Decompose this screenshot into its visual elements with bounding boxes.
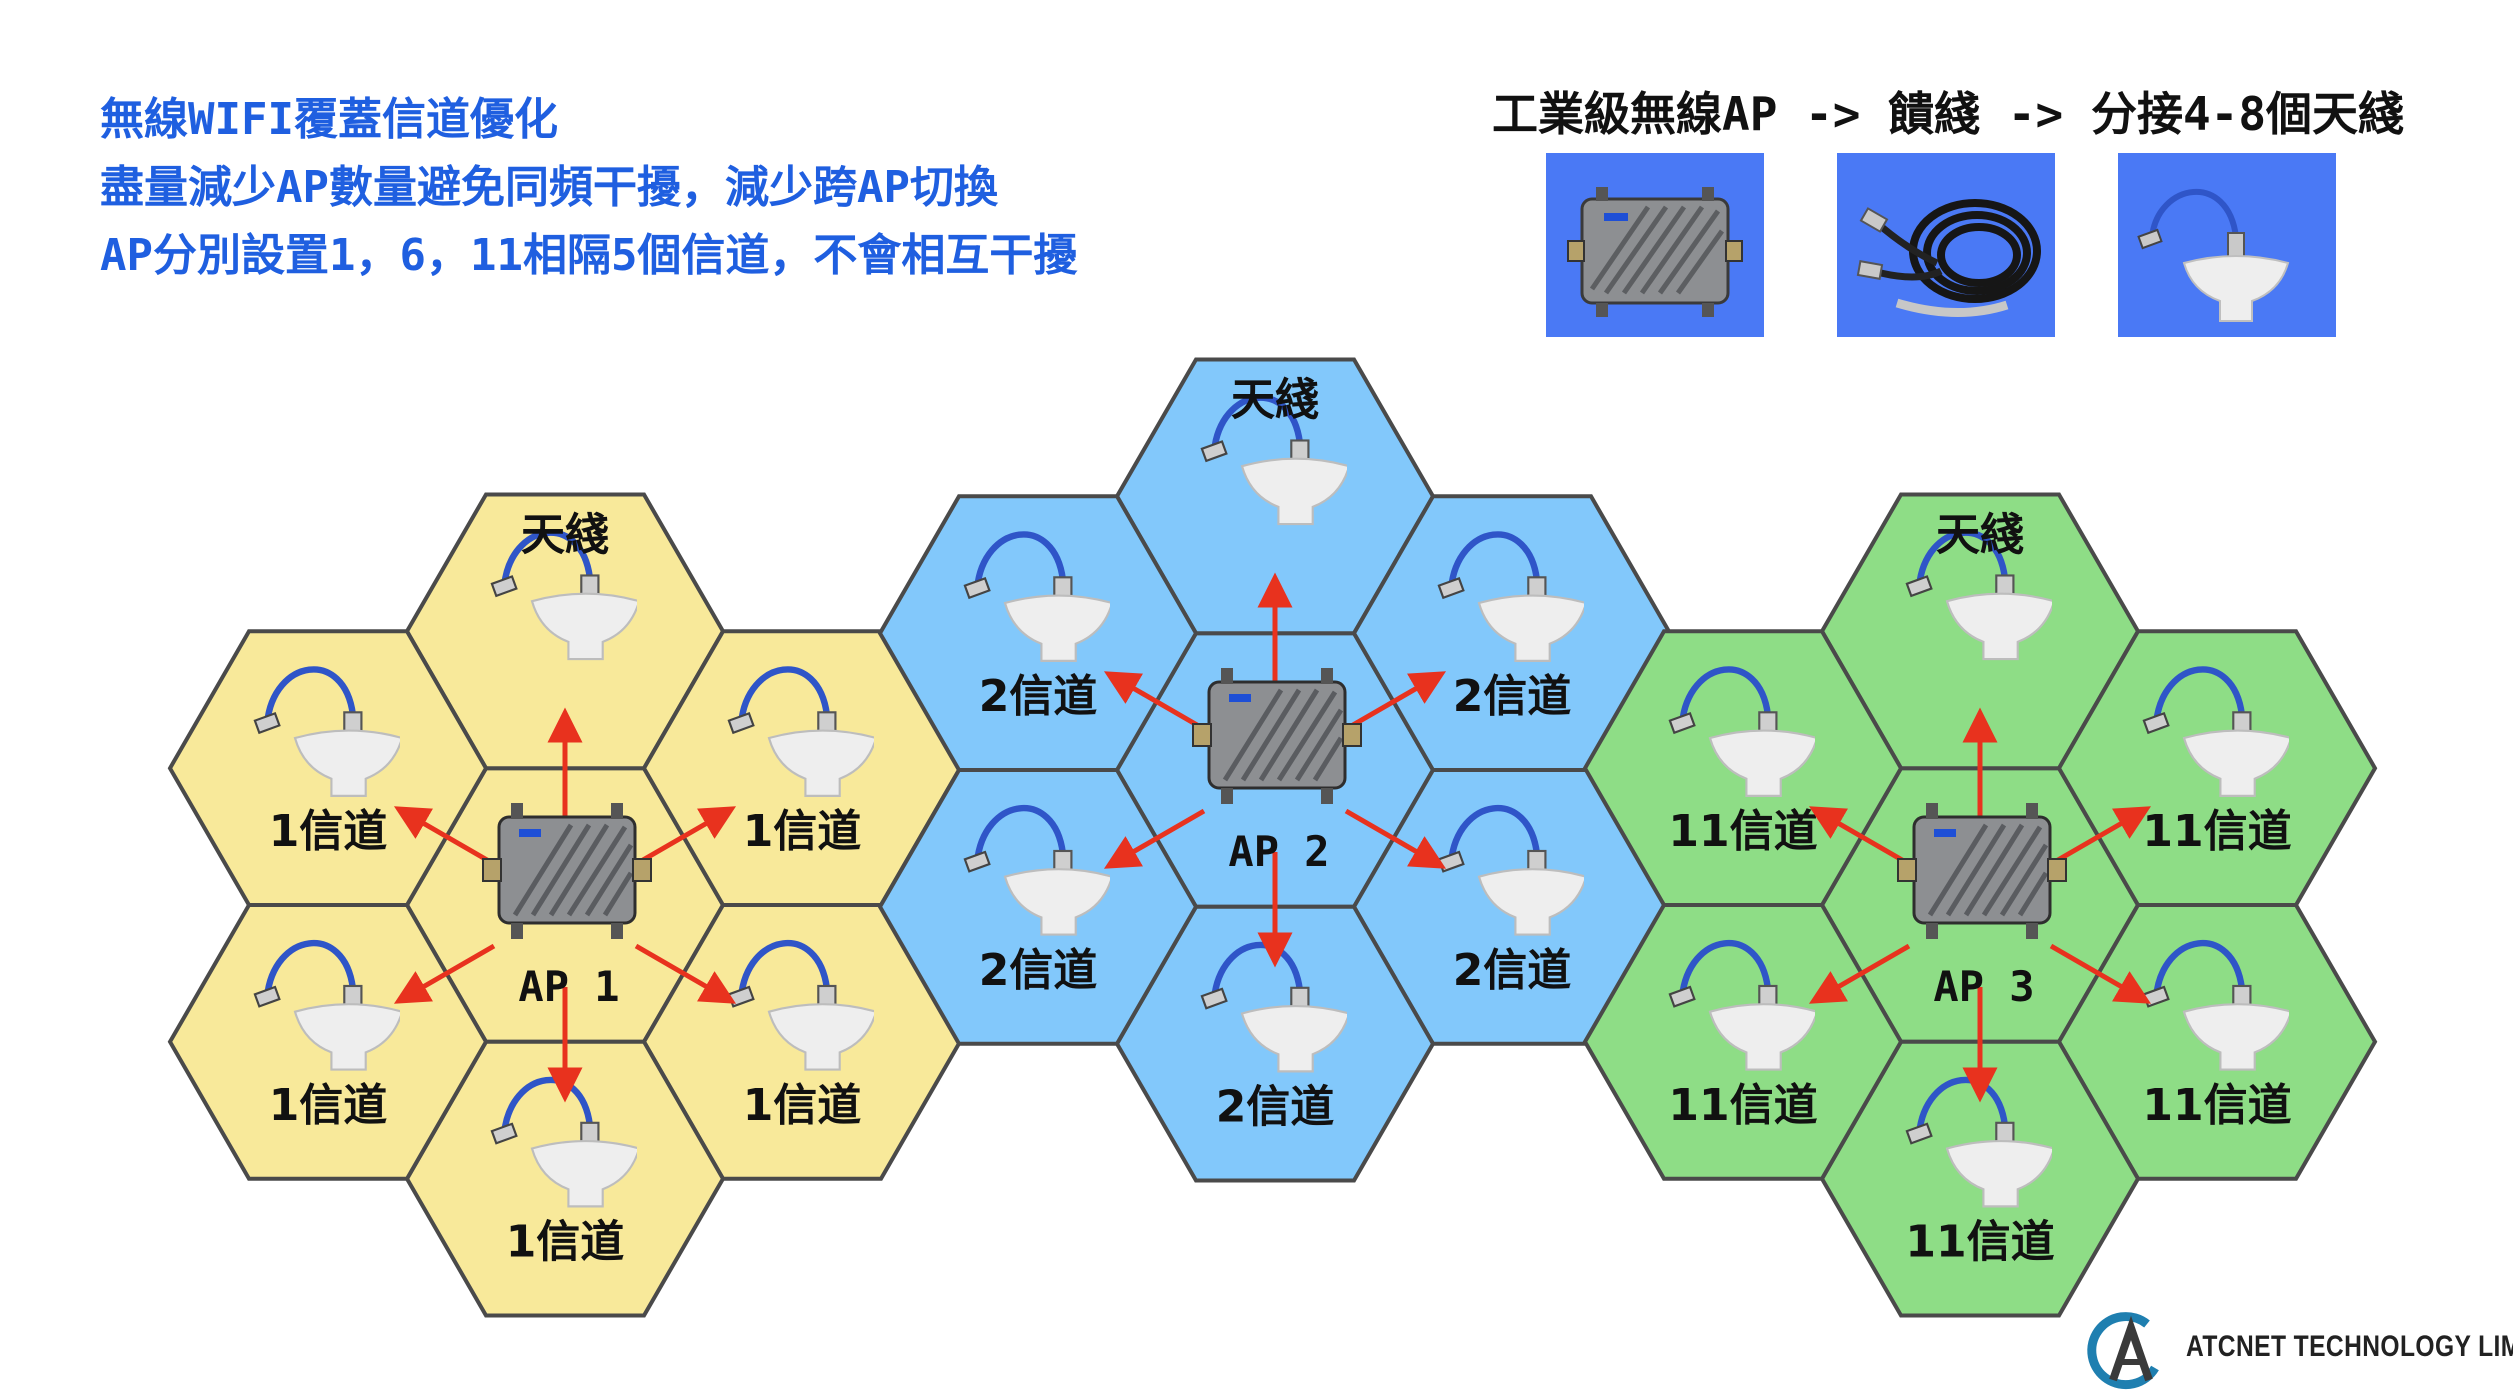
- channel-label: 1信道: [506, 1217, 625, 1268]
- ap-label: AP 3: [1933, 962, 2034, 1011]
- signal-arrow: [634, 806, 737, 867]
- intro-text: 無線WIFI覆蓋信道優化 盡量減少AP數量避免同頻干擾，減少跨AP切換 AP分別…: [100, 86, 1077, 290]
- channel-label: 11信道: [1668, 806, 1817, 857]
- ap-label: AP 2: [1228, 827, 1329, 876]
- channel-label: 1信道: [269, 1080, 388, 1131]
- industrial-ap-photo: [1546, 153, 1764, 337]
- ap-label: AP 1: [518, 962, 619, 1011]
- company-logo: [2087, 1312, 2159, 1390]
- equipment-chain-title: 工業級無線AP -> 饋綫 -> 分接4-8個天綫: [1492, 87, 2405, 141]
- channel-label: 11信道: [1668, 1080, 1817, 1131]
- signal-arrow: [1103, 671, 1206, 732]
- signal-arrow: [1808, 806, 1911, 867]
- signal-arrow: [393, 943, 496, 1004]
- signal-arrow: [393, 806, 496, 867]
- signal-arrow: [634, 943, 737, 1004]
- channel-label: 1信道: [269, 806, 388, 857]
- signal-arrow: [2049, 806, 2152, 867]
- cluster-ap2: 天綫 2信道 2信道 2信道 2信道 2信道 AP 2: [877, 357, 1673, 1183]
- intro-line-3: AP分別設置1，6，11相隔5個信道，不會相互干擾: [100, 230, 1078, 281]
- ceiling-antenna-photo: [2118, 153, 2336, 337]
- channel-label: 2信道: [979, 945, 1098, 996]
- access-point-icon: [1898, 803, 2066, 939]
- channel-label: 11信道: [2142, 806, 2291, 857]
- channel-label: 1信道: [743, 1080, 862, 1131]
- company-name: ATCNET TECHNOLOGY LIMITED: [2186, 1330, 2513, 1363]
- cluster-ap3: 天綫 11信道 11信道 11信道 11信道 11信道 AP 3: [1582, 492, 2378, 1318]
- intro-line-1: 無線WIFI覆蓋信道優化: [100, 94, 558, 145]
- access-point-icon: [483, 803, 651, 939]
- channel-label: 1信道: [743, 806, 862, 857]
- signal-arrow: [1103, 808, 1206, 869]
- signal-arrow: [1344, 671, 1447, 732]
- signal-arrow: [1808, 943, 1911, 1004]
- channel-label: 2信道: [1453, 945, 1572, 996]
- channel-label: 2信道: [1216, 1082, 1335, 1133]
- antenna-top-label: 天綫: [1936, 509, 2024, 560]
- channel-label: 2信道: [979, 671, 1098, 722]
- signal-arrow: [1344, 808, 1447, 869]
- channel-label: 2信道: [1453, 671, 1572, 722]
- channel-label: 11信道: [2142, 1080, 2291, 1131]
- feeder-cable-photo: [1837, 153, 2055, 337]
- intro-line-2: 盡量減少AP數量避免同頻干擾，減少跨AP切換: [100, 162, 998, 213]
- access-point-icon: [1193, 668, 1361, 804]
- cluster-ap1: 天綫 1信道 1信道 1信道 1信道 1信道 AP 1: [167, 492, 963, 1318]
- signal-arrow: [2049, 943, 2152, 1004]
- channel-label: 11信道: [1905, 1217, 2054, 1268]
- antenna-top-label: 天綫: [521, 509, 609, 560]
- antenna-top-label: 天綫: [1231, 374, 1319, 425]
